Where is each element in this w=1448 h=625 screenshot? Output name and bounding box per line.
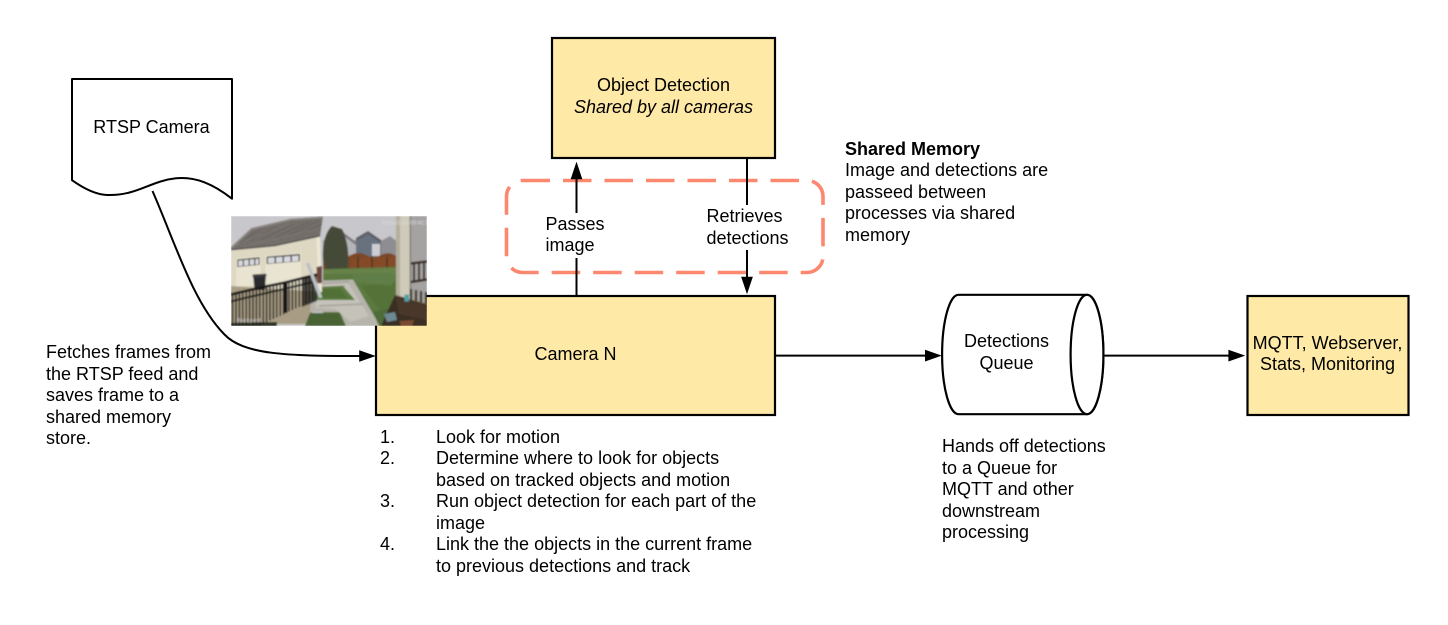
svg-text:2019-02-26 09:42:11: 2019-02-26 09:42:11 <box>381 221 431 227</box>
svg-text:Backyard: Backyard <box>237 318 260 324</box>
